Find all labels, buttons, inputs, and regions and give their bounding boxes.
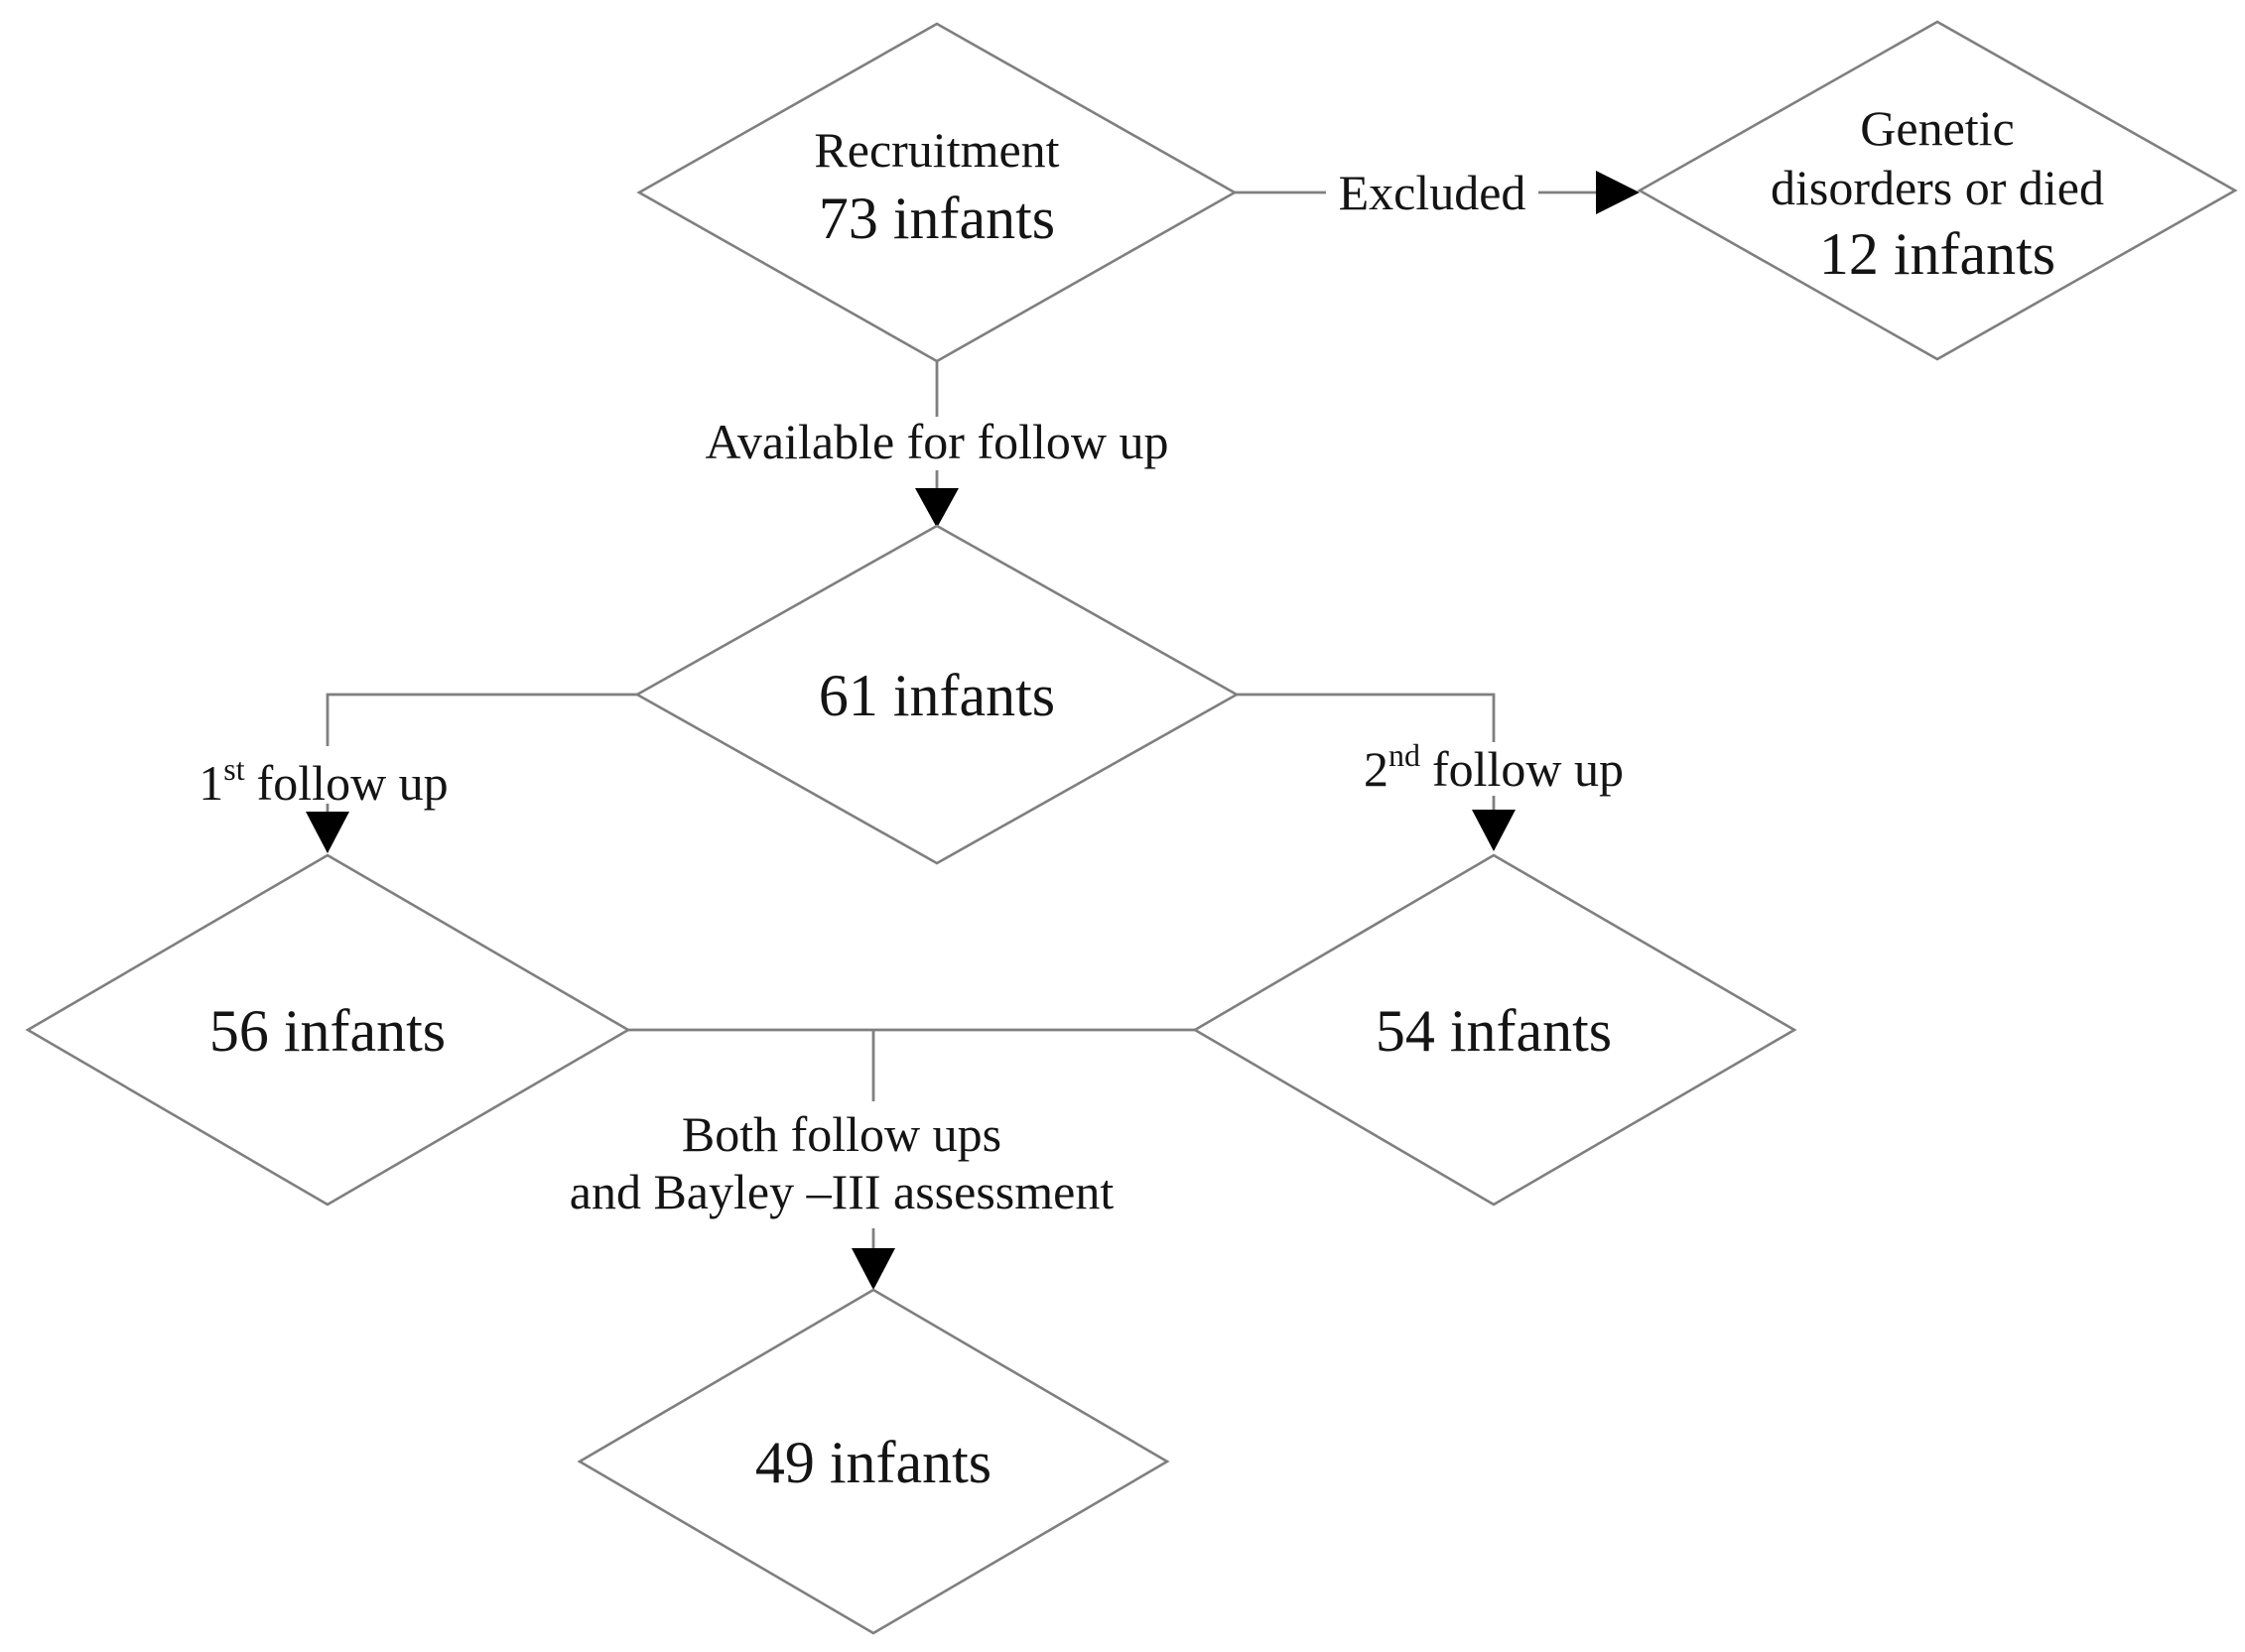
available-node-label: 61 infants [819,663,1055,728]
excluded-group-node [1637,20,2238,361]
recruitment-label-line1: Recruitment [814,122,1059,178]
first-followup-edge-label: 1st follow up [198,751,448,811]
excluded-edge-label: Excluded [1339,165,1526,220]
both-followups-edge-label-line2: and Bayley –III assessment [570,1164,1115,1219]
first-followup-ordinal: 1 [198,755,223,811]
second-followup-edge-label: 2nd follow up [1364,737,1624,797]
both-followups-edge-label-line1: Both follow ups [682,1106,1001,1162]
excluded-group-label-line1: Genetic [1860,100,2014,156]
second-followup-edge-text: follow up [1432,741,1624,797]
second-followup-node-label: 54 infants [1376,998,1612,1064]
arrow-down-icon [1472,810,1516,851]
available-edge-label: Available for follow up [706,414,1169,469]
first-followup-node [25,853,631,1207]
excluded-group-label-line2: disorders or died [1771,160,2104,215]
arrow-right-icon [1596,171,1640,214]
first-followup-edge-text: follow up [257,755,449,811]
connector-61-56 [326,693,637,746]
second-followup-node [1192,853,1797,1207]
arrow-down-icon [306,812,349,853]
available-node [634,524,1240,865]
arrow-down-icon [915,488,959,528]
first-followup-node-label: 56 infants [209,998,446,1064]
second-followup-ordinal-suffix: nd [1388,737,1420,773]
recruitment-node [636,22,1238,363]
excluded-group-label-line3: 12 infants [1819,221,2055,287]
connector-61-54 [1237,693,1496,742]
recruitment-label-line2: 73 infants [819,186,1055,251]
first-followup-ordinal-suffix: st [223,751,244,787]
both-followups-node-label: 49 infants [755,1430,991,1495]
arrow-down-icon [852,1248,895,1290]
second-followup-ordinal: 2 [1364,741,1388,797]
both-followups-node [577,1288,1170,1635]
